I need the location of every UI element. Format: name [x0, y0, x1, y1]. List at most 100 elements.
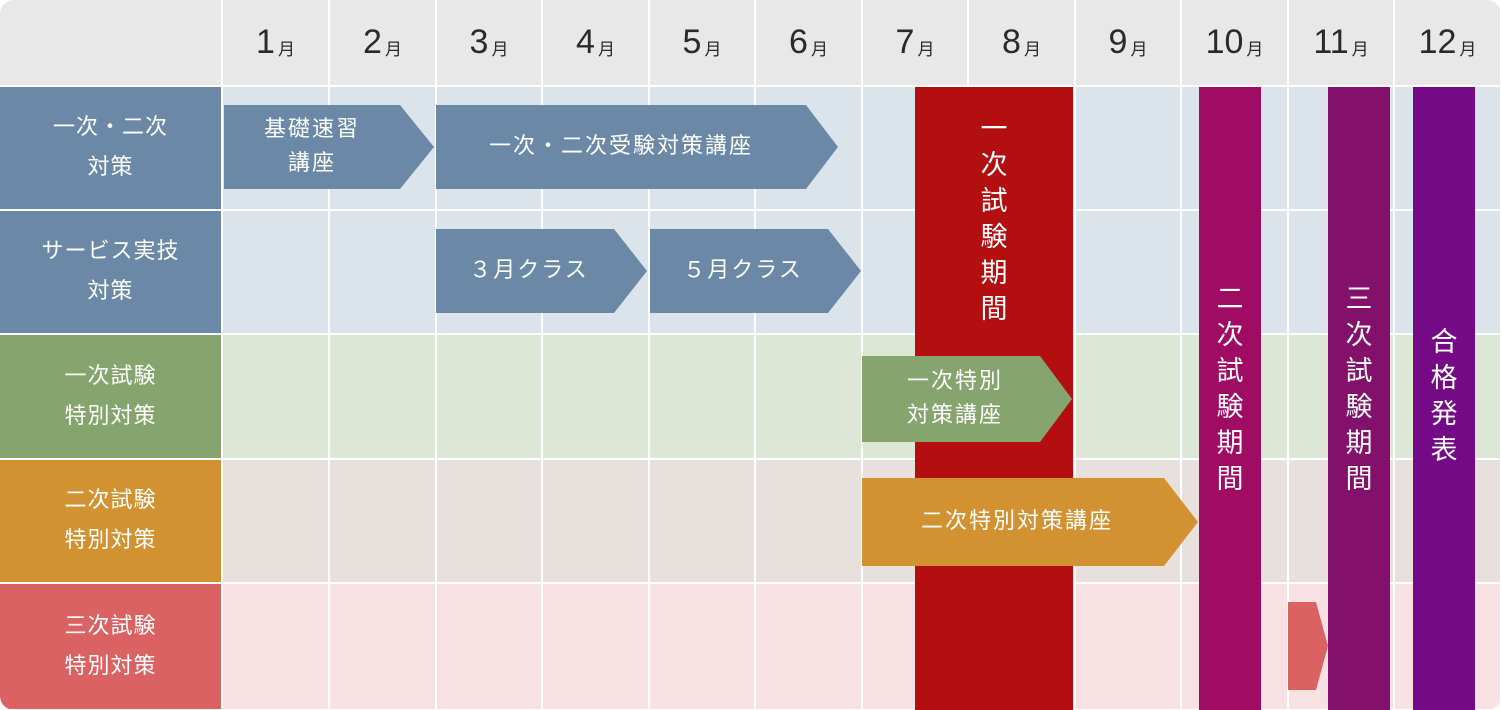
grid-cell — [330, 584, 435, 709]
row-label: 三次試験 特別対策 — [64, 613, 157, 679]
row-label: 一次・二次 対策 — [52, 115, 168, 180]
period-char: 三 — [1345, 284, 1373, 315]
row-label: サービス実技 対策 — [41, 239, 180, 304]
month-number: 9 — [1108, 23, 1128, 61]
month-number: 7 — [895, 23, 915, 61]
grid-cell — [437, 584, 541, 709]
month-unit: 月 — [810, 40, 828, 60]
grid-cell — [1076, 335, 1180, 458]
header-cell — [330, 0, 435, 85]
grid-cell — [543, 584, 648, 709]
period-char: 次 — [1345, 320, 1373, 351]
header-cell — [1289, 0, 1393, 85]
period-char: 合 — [1430, 327, 1458, 358]
course-march-class-label: ３月クラス — [469, 258, 589, 283]
grid-cell — [330, 460, 435, 582]
row-label-cell — [0, 460, 221, 582]
result-period-bar — [1413, 87, 1475, 710]
period-char: 試 — [980, 186, 1008, 217]
exam1-period-label: 一次試験期間 — [915, 112, 1073, 328]
month-unit: 月 — [277, 40, 295, 60]
header-cell — [0, 0, 221, 85]
grid-cell — [223, 584, 328, 709]
course-march-class-arrow — [436, 229, 647, 313]
month-number: 6 — [789, 23, 808, 61]
period-char: 試 — [1345, 356, 1373, 387]
period-char: 表 — [1430, 435, 1458, 466]
header-cell — [1182, 0, 1287, 85]
header-cell — [1076, 0, 1180, 85]
month-unit: 月 — [1130, 40, 1148, 60]
grid-cell — [1076, 87, 1180, 209]
period-char: 間 — [980, 294, 1008, 325]
period-char: 験 — [1345, 392, 1373, 423]
grid-cell — [330, 335, 435, 458]
course-third-special-arrow — [1288, 602, 1328, 690]
course-first-second-label: 一次・二次受験対策講座 — [488, 134, 753, 159]
month-unit: 月 — [1023, 40, 1041, 60]
period-char: 発 — [1430, 399, 1458, 430]
grid-cell — [1076, 584, 1180, 709]
period-char: 試 — [1216, 356, 1244, 387]
month-unit: 月 — [1459, 40, 1477, 60]
grid-cell — [650, 584, 754, 709]
grid-cell — [223, 460, 328, 582]
period-char: 期 — [1216, 428, 1244, 459]
row-label-cell — [0, 335, 221, 458]
month-number: 4 — [576, 23, 595, 61]
header-cell — [863, 0, 967, 85]
month-unit: 月 — [1246, 40, 1264, 60]
grid-cell — [1076, 211, 1180, 333]
month-number: 1 — [256, 23, 275, 61]
month-number: 11 — [1313, 23, 1349, 61]
course-first-special-arrow — [862, 356, 1072, 442]
course-basic-label: 基礎速習 講座 — [263, 117, 360, 176]
header-cell — [543, 0, 648, 85]
period-char: 格 — [1430, 363, 1458, 394]
header-cell — [756, 0, 861, 85]
grid-cell — [756, 335, 861, 458]
exam2-period-bar — [1199, 87, 1261, 710]
row-label-cell — [0, 211, 221, 333]
grid-cell — [756, 584, 861, 709]
course-may-class-label: ５月クラス — [683, 258, 803, 283]
month-number: 12 — [1418, 23, 1457, 61]
month-number: 8 — [1002, 23, 1021, 61]
grid-cell — [543, 460, 648, 582]
period-char: 次 — [980, 150, 1008, 181]
grid-cell — [330, 211, 435, 333]
month-unit: 月 — [1351, 40, 1369, 60]
row-label: 二次試験 特別対策 — [64, 488, 157, 553]
period-char: 二 — [1216, 284, 1244, 315]
period-char: 間 — [1345, 464, 1373, 495]
period-char: 期 — [980, 258, 1008, 289]
header-cell — [1395, 0, 1500, 85]
grid-cell — [223, 211, 328, 333]
grid-cell — [756, 460, 861, 582]
month-number: 3 — [469, 23, 489, 61]
header-cell — [650, 0, 754, 85]
row-label: 一次試験 特別対策 — [64, 363, 157, 429]
course-first-special-label: 一次特別 対策講座 — [906, 369, 1003, 428]
month-unit: 月 — [491, 40, 509, 60]
period-char: 験 — [980, 222, 1008, 253]
header-cell — [223, 0, 328, 85]
course-first-second-arrow — [436, 105, 838, 189]
grid-cell — [650, 460, 754, 582]
period-char: 一 — [980, 114, 1008, 145]
month-unit: 月 — [704, 40, 722, 60]
month-number: 10 — [1205, 23, 1244, 61]
grid-cell — [223, 335, 328, 458]
